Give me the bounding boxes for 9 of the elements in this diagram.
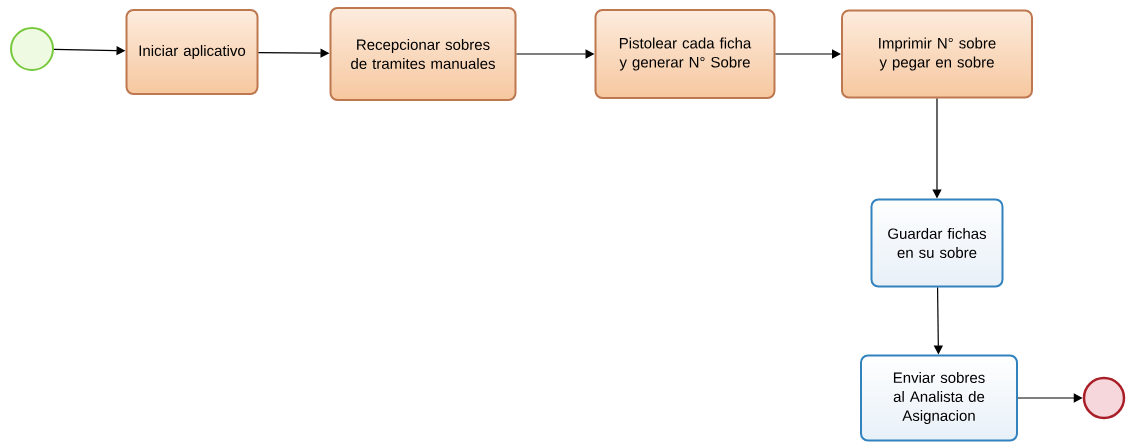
task-box: Enviar sobres al Analista de Asignacion — [860, 354, 1018, 442]
task-box: Pistolear cada ficha y generar N° Sobre — [594, 9, 776, 99]
arrow — [774, 49, 841, 59]
end-event-circle — [1082, 376, 1126, 420]
task-box: Recepcionar sobres de tramites manuales — [329, 7, 517, 101]
start-event-circle — [10, 27, 54, 71]
task-box: Imprimir N° sobre y pegar en sobre — [841, 9, 1033, 99]
task-box: Guardar fichas en su sobre — [870, 198, 1004, 288]
task-box: Iniciar aplicativo — [125, 9, 259, 95]
